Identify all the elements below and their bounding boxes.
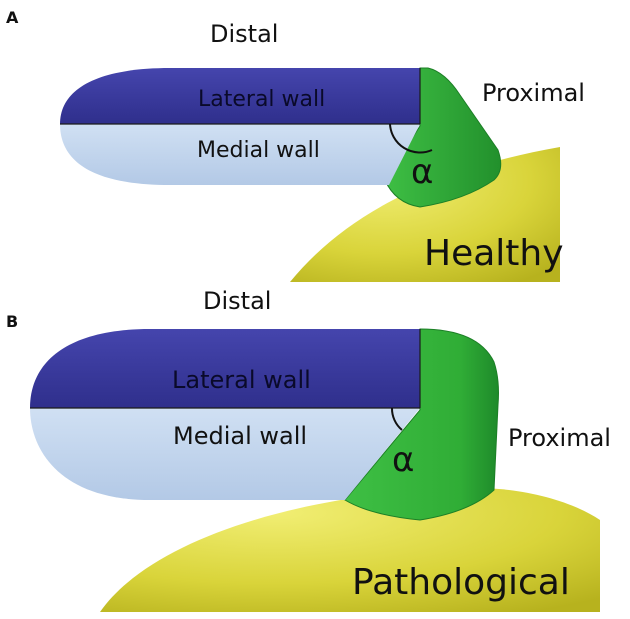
panel-b-green-region <box>344 328 499 521</box>
panel-a-condition-label: Healthy <box>424 233 564 274</box>
panel-b-proximal-label: Proximal <box>508 424 611 452</box>
panel-a-drawing <box>60 67 560 282</box>
panel-a-angle-arc <box>389 123 433 154</box>
panel-b-distal-label: Distal <box>203 287 272 315</box>
panel-a-medial-wall <box>60 124 420 185</box>
panel-b-condition-label: Pathological <box>352 562 570 603</box>
panel-a-green-region <box>384 67 502 208</box>
panel-a-lateral-wall-label: Lateral wall <box>198 87 326 112</box>
panel-b-lateral-wall-label: Lateral wall <box>172 366 311 394</box>
panel-b-medial-wall <box>30 408 420 500</box>
panel-a-distal-label: Distal <box>210 20 279 48</box>
panel-a-proximal-label: Proximal <box>482 79 585 107</box>
panel-b-drawing <box>30 328 600 612</box>
panel-b-angle-label: α <box>392 440 415 480</box>
panel-b-yellow-surface <box>100 487 600 612</box>
panel-a-lateral-wall <box>60 68 420 124</box>
panel-a-medial-wall-label: Medial wall <box>197 138 320 163</box>
panel-b-angle-arc <box>390 407 403 431</box>
panel-a-letter: A <box>6 8 19 27</box>
panel-a-angle-label: α <box>411 152 434 192</box>
panel-b-lateral-wall <box>30 329 420 408</box>
panel-b-letter: B <box>6 312 19 331</box>
panel-b-medial-wall-label: Medial wall <box>173 422 308 450</box>
